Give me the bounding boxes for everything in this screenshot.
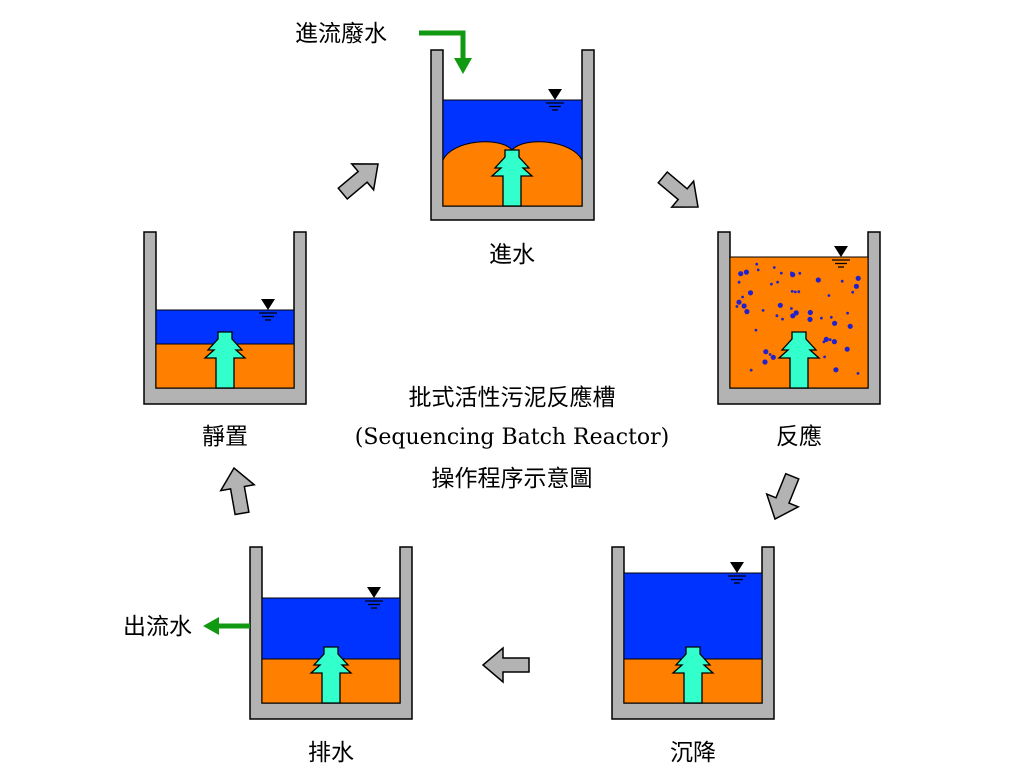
air-bubble: [761, 309, 765, 312]
air-bubble: [737, 280, 741, 284]
air-bubble: [790, 313, 796, 319]
air-bubble: [820, 316, 823, 320]
settle-tank: [611, 546, 775, 720]
stage-label-idle: 靜置: [202, 424, 248, 450]
air-bubble: [775, 314, 779, 318]
air-bubble: [847, 323, 853, 329]
air-bubble: [856, 372, 860, 375]
air-bubble: [738, 271, 744, 277]
air-bubble: [793, 310, 799, 316]
air-bubble: [829, 315, 833, 319]
air-bubble: [770, 282, 773, 286]
air-bubble: [793, 290, 797, 294]
air-bubble: [840, 279, 844, 283]
stage-label-settle: 沉降: [670, 740, 716, 766]
air-bubble: [798, 271, 802, 275]
air-bubble: [832, 320, 838, 326]
effluent-arrow: [203, 617, 250, 635]
air-bubble: [833, 367, 839, 373]
air-bubble: [776, 280, 779, 284]
cycle-arrow-icon: [482, 647, 530, 683]
influent-label: 進流廢水: [295, 21, 387, 47]
draw-tank: [249, 546, 413, 720]
air-bubble: [790, 307, 793, 310]
air-bubble: [743, 269, 750, 275]
air-bubble: [756, 268, 760, 272]
air-bubble: [855, 275, 861, 281]
air-bubble: [831, 339, 838, 345]
idle-tank: [143, 231, 307, 405]
air-bubble: [823, 336, 829, 342]
fill-tank: [430, 49, 595, 221]
air-bubble: [735, 305, 739, 308]
stage-label-draw: 排水: [308, 740, 354, 766]
air-bubble: [772, 266, 776, 269]
air-bubble: [779, 271, 783, 275]
air-bubble: [851, 290, 855, 294]
air-bubble: [781, 317, 784, 321]
stage-label-fill: 進水: [489, 242, 535, 268]
air-bubble: [807, 316, 813, 322]
air-bubble: [844, 346, 850, 352]
influent-arrow: [419, 30, 472, 74]
air-bubble: [770, 354, 776, 360]
air-bubble: [790, 271, 793, 275]
effluent-label: 出流水: [123, 614, 192, 640]
diagram-title-line2: (Sequencing Batch Reactor): [355, 425, 670, 450]
air-bubble: [790, 290, 794, 293]
air-bubble: [828, 338, 832, 341]
air-bubble: [815, 277, 821, 283]
air-bubble: [755, 262, 759, 266]
air-bubble: [747, 290, 754, 296]
air-bubble: [736, 299, 742, 305]
air-bubble: [807, 309, 813, 316]
react-tank: [717, 231, 881, 405]
diagram-title-line1: 批式活性污泥反應槽: [409, 385, 616, 411]
air-bubble: [754, 328, 758, 332]
air-bubble: [823, 355, 826, 359]
diagram-title-line3: 操作程序示意圖: [432, 466, 593, 492]
air-bubble: [768, 353, 772, 356]
cycle-arrow-icon: [758, 469, 809, 527]
air-bubble: [762, 359, 768, 365]
air-bubble: [853, 283, 860, 289]
stage-label-react: 反應: [776, 424, 822, 450]
cycle-arrow-icon: [216, 464, 260, 518]
air-bubble: [827, 294, 831, 297]
air-bubble: [741, 303, 747, 309]
air-bubble: [777, 302, 783, 308]
air-bubble: [741, 295, 744, 299]
cycle-arrow-icon: [651, 163, 710, 221]
cycle-arrow-icon: [331, 150, 390, 208]
aeration-bubbles: [735, 262, 861, 375]
air-bubble: [763, 349, 769, 355]
air-bubble: [749, 368, 753, 372]
air-bubble: [744, 309, 750, 315]
air-bubble: [846, 311, 849, 315]
air-bubble: [797, 290, 801, 294]
